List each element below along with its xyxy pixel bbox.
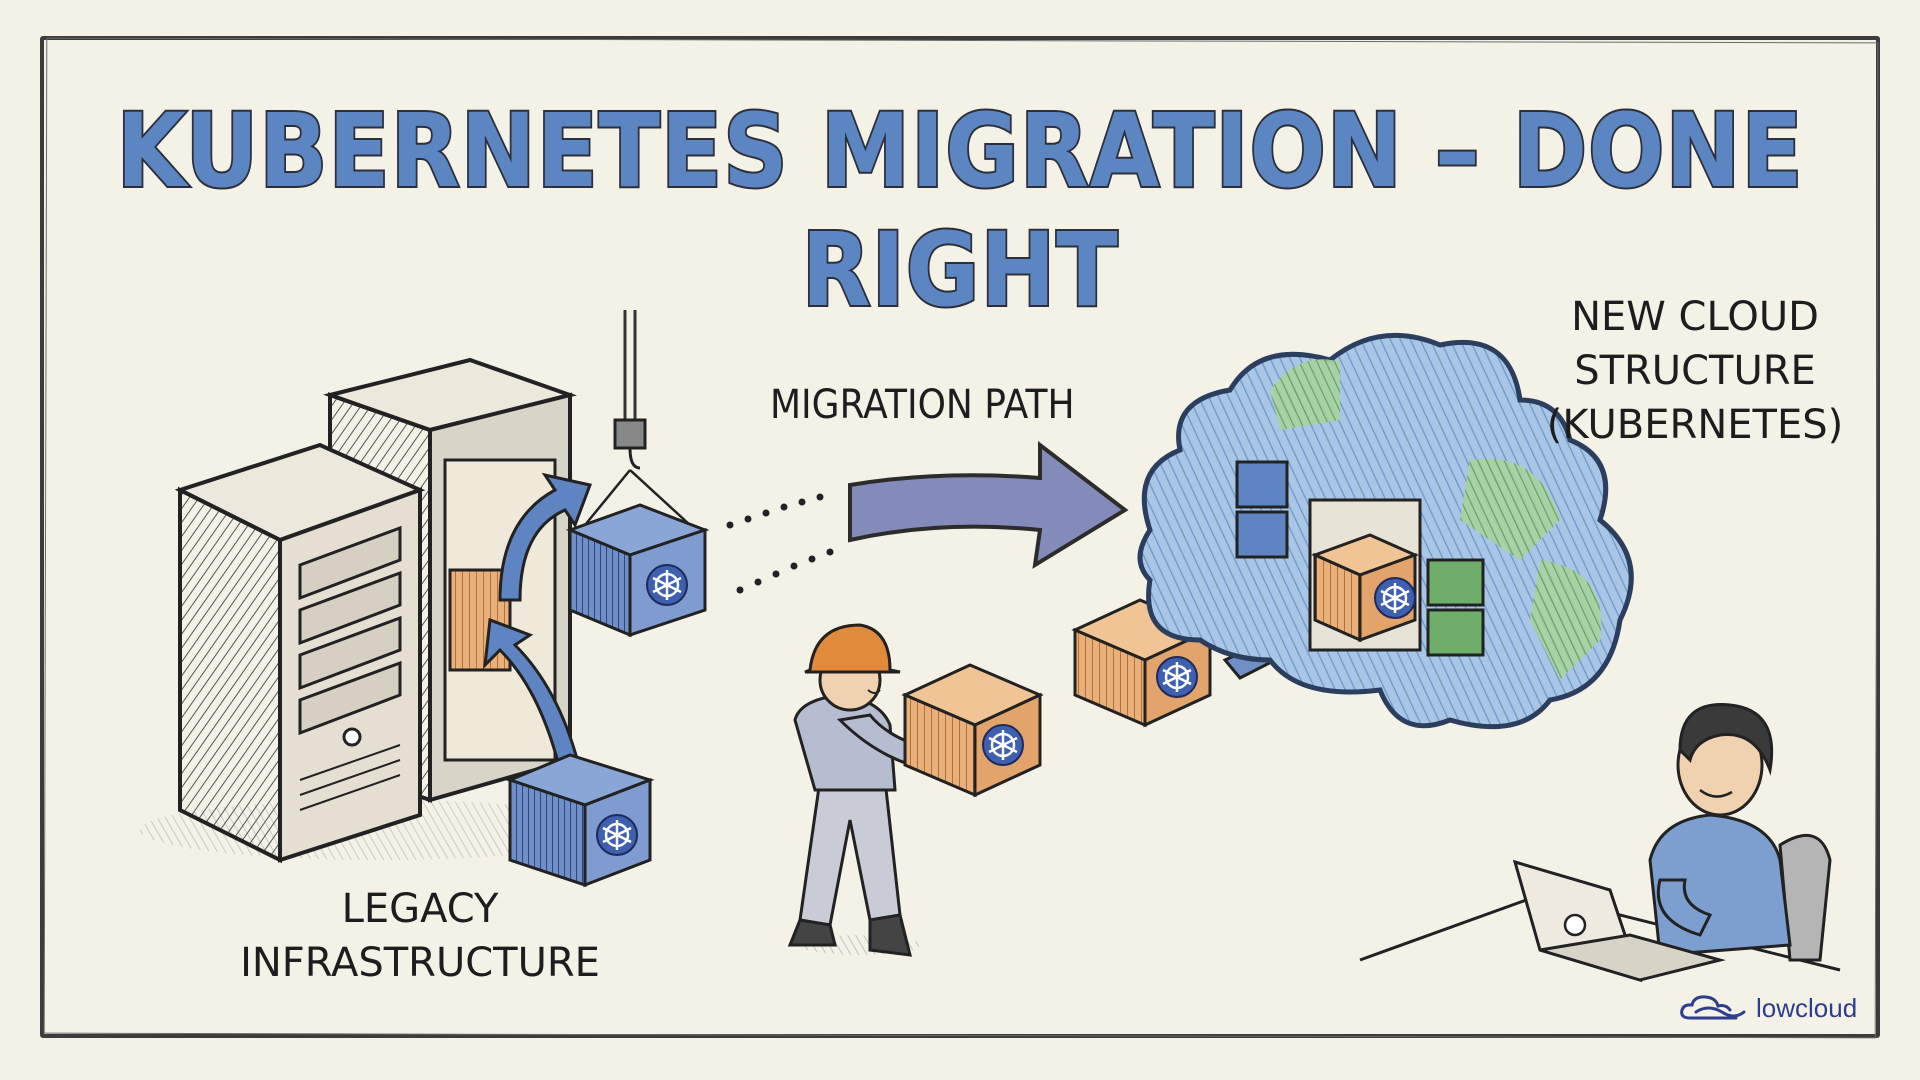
migration-path-arrow: [848, 440, 1129, 569]
migration-path-label: MIGRATION PATH: [770, 382, 1075, 428]
new-cloud-label: NEW CLOUD STRUCTURE (KUBERNETES): [1545, 290, 1845, 452]
floor-container: [505, 753, 655, 888]
new-cloud-label-line3: (KUBERNETES): [1546, 402, 1844, 448]
page-title: KUBERNETES MIGRATION – DONE RIGHT: [115, 90, 1805, 332]
legacy-label-line1: LEGACY: [341, 886, 499, 932]
carried-container: [901, 663, 1044, 798]
engineer-figure: [1359, 703, 1841, 983]
outer-frame: [40, 36, 1880, 1038]
crane-container: [565, 310, 710, 638]
cloud-icon: [1680, 995, 1746, 1020]
brand-logo-text: lowcloud: [1756, 992, 1858, 1023]
brand-logo: lowcloud: [1678, 988, 1857, 1028]
kubernetes-cloud: [1137, 332, 1634, 730]
new-cloud-label-line1: NEW CLOUD: [1571, 294, 1819, 340]
worker-figure: [787, 623, 937, 957]
legacy-servers: [140, 357, 620, 864]
legacy-label-line2: INFRASTRUCTURE: [240, 940, 600, 986]
migration-path-dots: [726, 493, 834, 594]
new-cloud-label-line2: STRUCTURE: [1574, 348, 1816, 394]
